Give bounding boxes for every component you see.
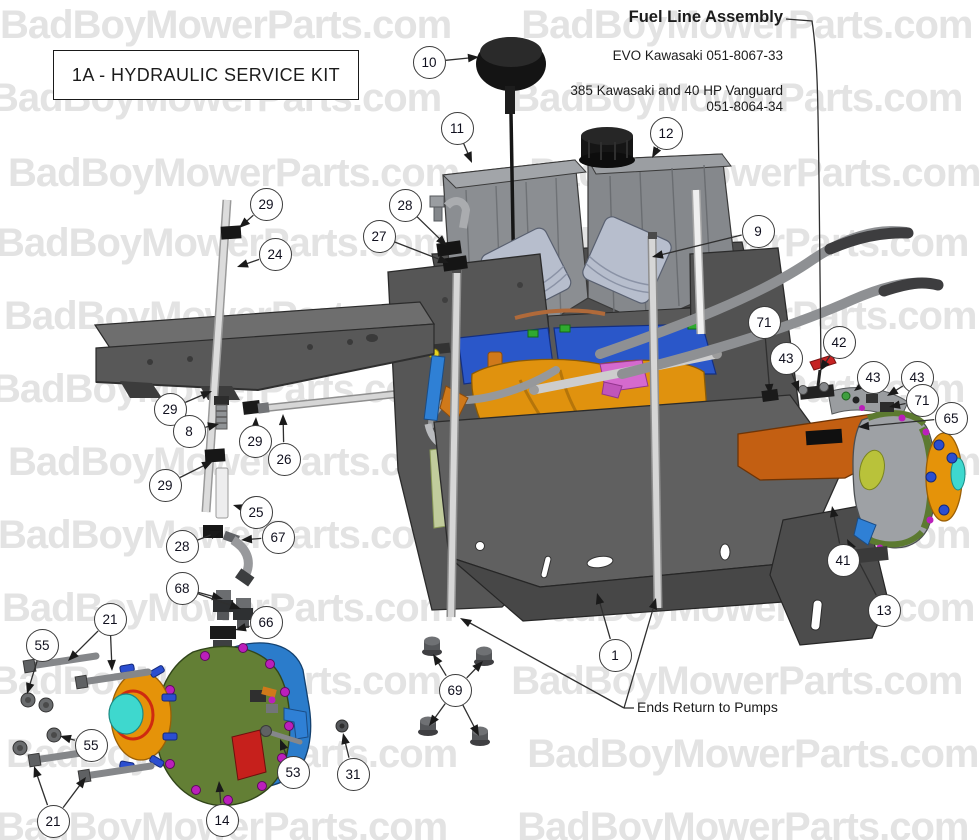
- fuel-line-385-label: 385 Kawasaki and 40 HP Vanguard: [570, 83, 783, 98]
- right-pump-assembly: [737, 410, 966, 565]
- frame-left-rail: [93, 301, 436, 400]
- left-hose-parts-column: [201, 199, 255, 587]
- fuel-valve-cluster: [761, 354, 894, 412]
- fuel-line-leader: [785, 18, 822, 369]
- fuel-line-385-part-number: 051-8064-34: [706, 99, 783, 114]
- diagram-title-box: 1A - HYDRAULIC SERVICE KIT: [53, 50, 359, 100]
- support-rods: [446, 189, 706, 618]
- upper-elbow-fitting: [436, 197, 471, 272]
- ends-return-leader: [460, 598, 657, 709]
- mounting-bolts: [12, 652, 155, 784]
- hydraulic-hoses: [428, 226, 944, 428]
- fuel-line-assembly-title: Fuel Line Assembly: [628, 8, 783, 26]
- tank-cap: [579, 127, 635, 168]
- diagram-title: 1A - HYDRAULIC SERVICE KIT: [71, 64, 341, 85]
- dipstick-cap: [476, 37, 546, 293]
- ends-return-to-pumps-label: Ends Return to Pumps: [637, 699, 778, 715]
- fuel-line-evo-part-number: EVO Kawasaki 051-8067-33: [612, 48, 783, 63]
- left-pump-assembly: [108, 642, 312, 807]
